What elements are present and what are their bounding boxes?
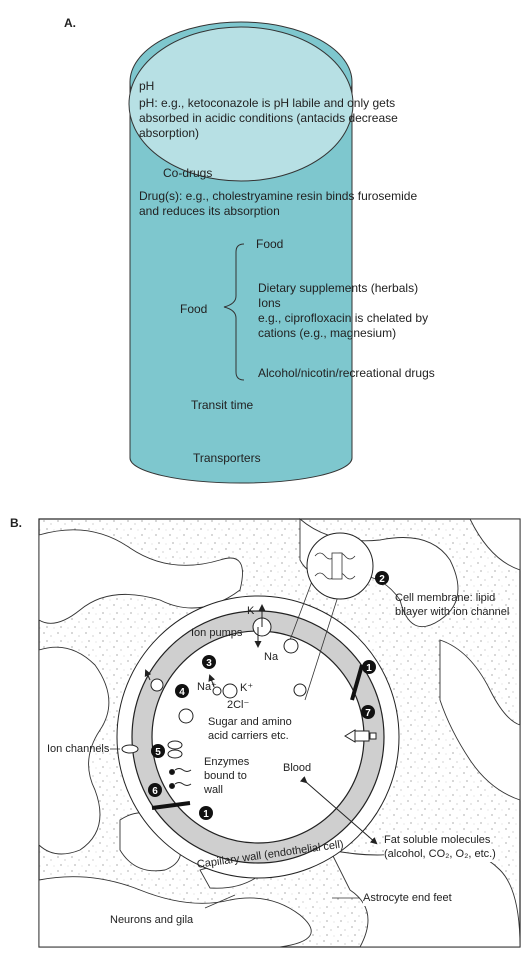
panel-a-letter: A. — [64, 16, 76, 30]
ph-heading: pH — [139, 79, 155, 93]
cylinder-body — [129, 81, 353, 484]
two-cl-label: 2Cl⁻ — [227, 699, 250, 711]
badges — [148, 571, 389, 820]
badge-5 — [151, 744, 165, 758]
badge-2 — [375, 571, 389, 585]
transit-time: Transit time — [191, 398, 254, 412]
sugar-label-2: acid carriers etc. — [208, 730, 289, 742]
food-item-food: Food — [256, 237, 284, 251]
badge-4-text: 4 — [179, 687, 185, 698]
ph-text-1: pH: e.g., ketoconazole is pH labile and … — [139, 96, 396, 110]
badge-4 — [175, 684, 189, 698]
food-label: Food — [180, 302, 208, 316]
enzymes-label-1: Enzymes — [204, 756, 250, 768]
ion-channel-shapes — [121, 740, 183, 759]
cell-membrane-label-1: Cell membrane: lipid — [395, 592, 496, 604]
ph-text-2: absorbed in acidic conditions (antacids … — [139, 111, 398, 125]
cylinder-top-highlight — [128, 26, 354, 182]
food-item-example-1: e.g., ciprofloxacin is chelated by — [258, 311, 429, 325]
badge-6 — [148, 783, 162, 797]
astrocyte-label: Astrocyte end feet — [363, 891, 452, 906]
symporter — [222, 683, 238, 699]
ph-text-3: absorption) — [139, 126, 200, 140]
cell-membrane-label-2: bilayer with ion channel — [395, 606, 510, 618]
badge-1-bottom-text: 1 — [203, 809, 209, 820]
food-item-example-2: cations (e.g., magnesium) — [258, 326, 397, 340]
badge-5-text: 5 — [155, 747, 161, 758]
food-item-alcohol: Alcohol/nicotin/recreational drugs — [258, 366, 435, 380]
badge-1-top — [362, 660, 376, 674]
codrugs-text-1: Drug(s): e.g., cholestryamine resin bind… — [139, 189, 418, 203]
ion-channels-label: Ion channels — [47, 743, 110, 755]
badge-6-text: 6 — [152, 786, 158, 797]
transporters: Transporters — [193, 451, 261, 465]
na-plus-label: Na⁺ — [197, 681, 217, 693]
enzymes-label-2: bound to — [204, 770, 247, 782]
fat-soluble-label-1: Fat soluble molecules — [384, 833, 491, 848]
badge-2-text: 2 — [379, 574, 385, 585]
panel-b-letter: B. — [10, 516, 22, 530]
badge-3 — [202, 655, 216, 669]
fat-soluble-arrow — [299, 776, 378, 845]
badge-3-text: 3 — [206, 658, 212, 669]
ion-pumps-label: Ion pumps — [191, 627, 243, 639]
na-top-label: Na — [264, 651, 279, 663]
badge-7-text: 7 — [365, 708, 371, 719]
codrugs-heading: Co-drugs — [163, 166, 213, 180]
food-item-ions: Ions — [258, 296, 281, 310]
enzyme-marks — [169, 768, 192, 789]
badge-7 — [361, 705, 375, 719]
neurons-label: Neurons and gila — [110, 913, 194, 928]
membrane-bilayer — [314, 552, 356, 580]
food-brace — [223, 243, 245, 381]
codrugs-text-2: and reduces its absorption — [139, 204, 280, 218]
blood-label: Blood — [283, 762, 312, 774]
badge-1-top-text: 1 — [366, 663, 372, 674]
sugar-label-1: Sugar and amino — [208, 716, 292, 728]
tight-junctions — [151, 664, 364, 810]
food-item-supplements: Dietary supplements (herbals) — [258, 281, 419, 295]
k-plus-label: K⁺ — [240, 682, 254, 694]
cylinder-diagram — [128, 21, 354, 484]
enzymes-label-3: wall — [204, 784, 223, 796]
badge-1-bottom — [199, 806, 213, 820]
fat-soluble-label-2: (alcohol, CO₂, O₂, etc.) — [384, 847, 496, 862]
k-top-label: K — [247, 605, 255, 617]
